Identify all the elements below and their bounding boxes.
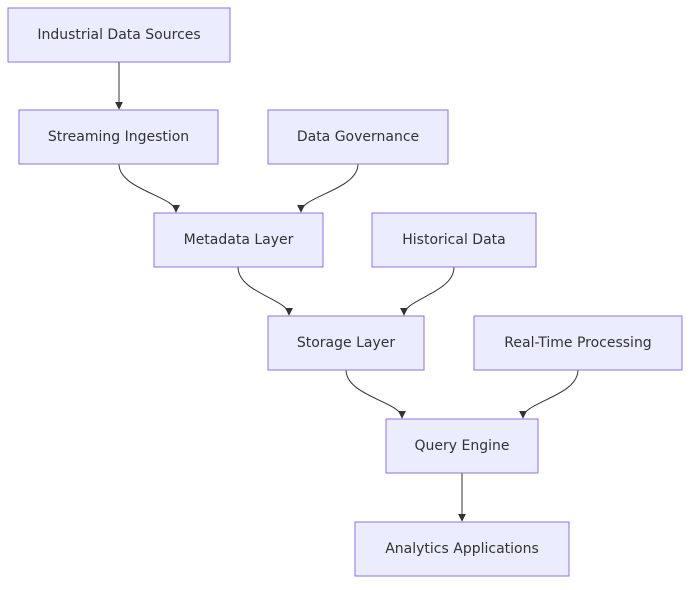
edges [115, 62, 579, 522]
node-real-time-processing: Real-Time Processing [473, 315, 683, 371]
node-label: Storage Layer [297, 335, 396, 351]
edge-streaming-ingestion-to-metadata-layer [118, 163, 180, 213]
node-label: Metadata Layer [184, 232, 294, 248]
node-label: Analytics Applications [385, 541, 539, 557]
node-label: Data Governance [297, 129, 419, 145]
edge-real-time-processing-to-query-engine [519, 369, 579, 419]
node-query-engine: Query Engine [385, 418, 539, 474]
edge-storage-layer-to-query-engine [345, 369, 406, 419]
edge-metadata-layer-to-storage-layer [237, 266, 293, 316]
node-label: Query Engine [415, 438, 510, 454]
node-analytics-applications: Analytics Applications [354, 521, 570, 577]
node-label: Real-Time Processing [504, 335, 651, 351]
node-industrial-data-sources: Industrial Data Sources [7, 7, 231, 63]
node-streaming-ingestion: Streaming Ingestion [18, 109, 219, 165]
edge-historical-data-to-storage-layer [400, 266, 455, 316]
node-metadata-layer: Metadata Layer [153, 212, 324, 268]
node-storage-layer: Storage Layer [267, 315, 425, 371]
node-historical-data: Historical Data [371, 212, 537, 268]
node-data-governance: Data Governance [267, 109, 449, 165]
node-label: Historical Data [402, 232, 505, 248]
edge-data-governance-to-metadata-layer [297, 163, 359, 213]
node-label: Streaming Ingestion [48, 129, 189, 145]
node-label: Industrial Data Sources [37, 27, 200, 43]
